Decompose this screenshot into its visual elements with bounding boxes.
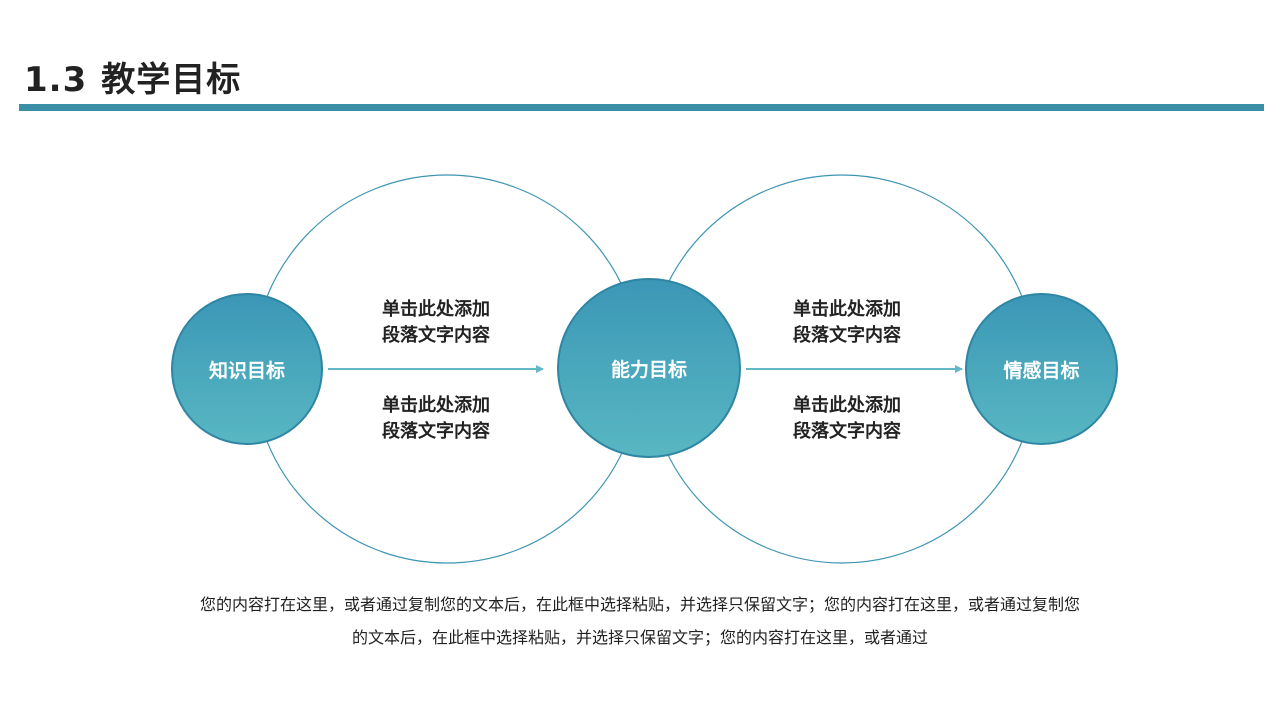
- body-paragraph: 您的内容打在这里，或者通过复制您的文本后，在此框中选择粘贴，并选择只保留文字；您…: [100, 588, 1180, 654]
- label-right-bottom: 单击此处添加 段落文字内容: [793, 395, 901, 442]
- node-knowledge-goal: 知识目标: [171, 293, 323, 445]
- node-ability-goal: 能力目标: [557, 278, 741, 458]
- node-emotion-label: 情感目标: [1003, 359, 1080, 382]
- title-underline: [19, 104, 1264, 111]
- node-ability-label: 能力目标: [610, 358, 687, 381]
- label-left-top: 单击此处添加 段落文字内容: [382, 299, 490, 346]
- body-line-1: 您的内容打在这里，或者通过复制您的文本后，在此框中选择粘贴，并选择只保留文字；您…: [199, 595, 1080, 614]
- page-title: 1.3 教学目标: [24, 52, 241, 101]
- section-number: 1.3: [24, 60, 88, 100]
- label-left-bottom: 单击此处添加 段落文字内容: [382, 395, 490, 442]
- body-line-2: 的文本后，在此框中选择粘贴，并选择只保留文字；您的内容打在这里，或者通过: [351, 628, 928, 647]
- section-title: 教学目标: [101, 60, 242, 100]
- label-right-top: 单击此处添加 段落文字内容: [793, 299, 901, 346]
- node-emotion-goal: 情感目标: [965, 293, 1118, 445]
- node-knowledge-label: 知识目标: [208, 359, 285, 382]
